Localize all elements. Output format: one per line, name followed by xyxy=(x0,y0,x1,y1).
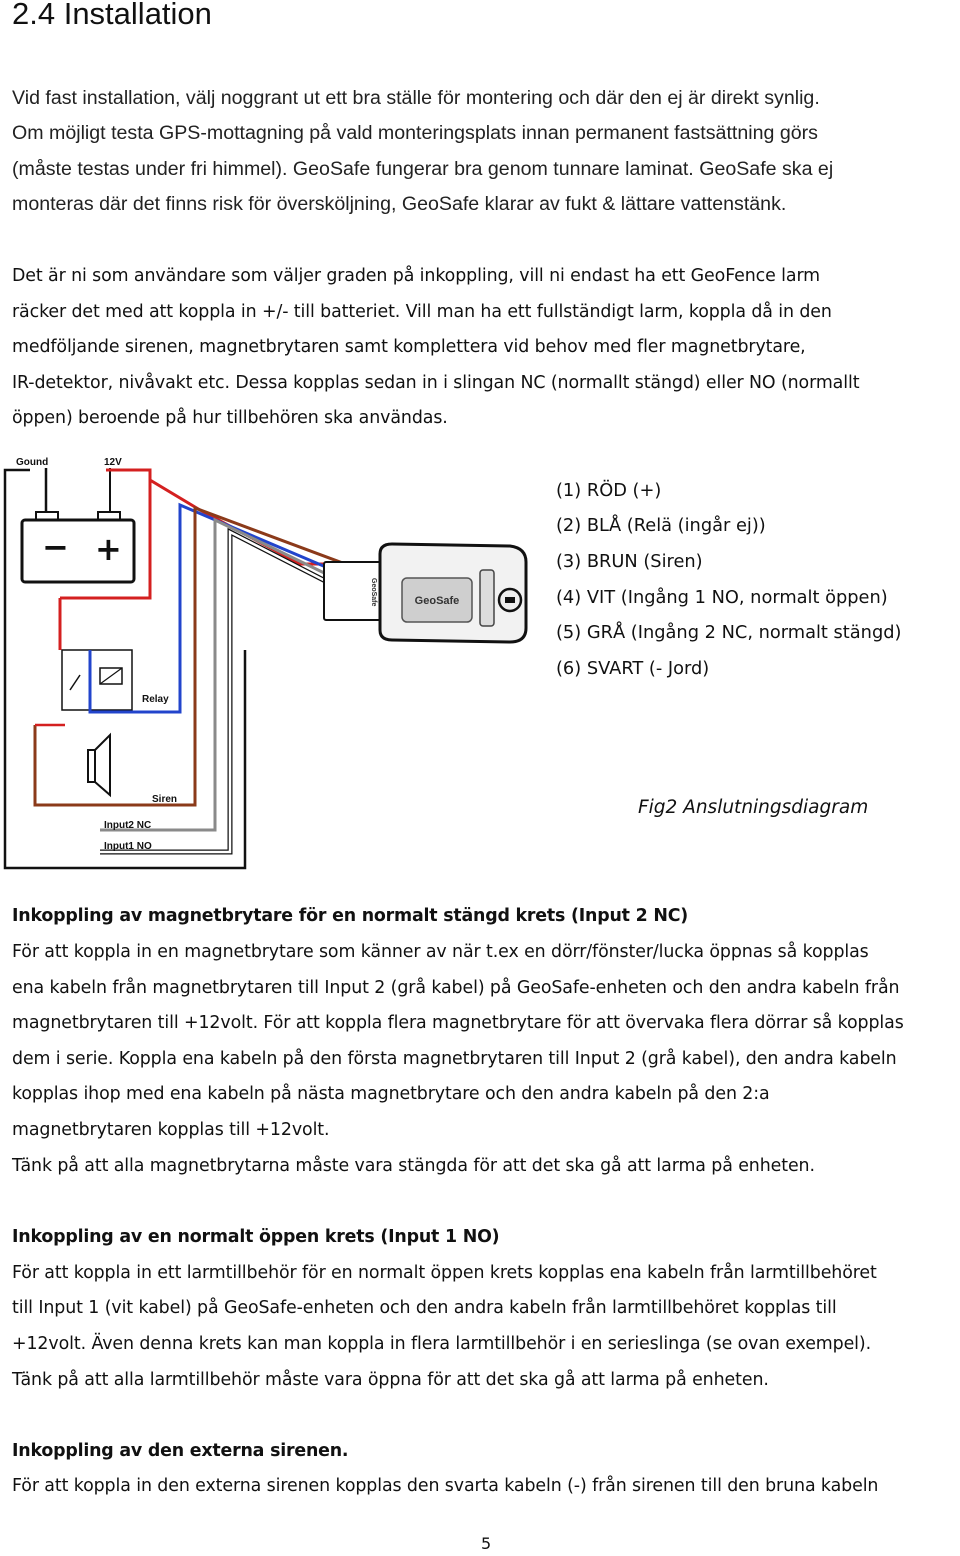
relay-label: Relay xyxy=(142,694,169,705)
intro-line: monteras där det finns risk för översköl… xyxy=(12,193,787,215)
battery-minus-sign: − xyxy=(42,528,69,566)
battery xyxy=(20,511,136,584)
no-heading: Inkoppling av en normalt öppen krets (In… xyxy=(12,1227,500,1247)
usage-line: räcker det med att koppla in +/- till ba… xyxy=(12,302,832,322)
no-line: För att koppla in ett larmtillbehör för … xyxy=(12,1263,877,1283)
page-number: 5 xyxy=(481,1534,492,1553)
nc-line: dem i serie. Koppla ena kabeln på den fö… xyxy=(12,1049,897,1069)
nc-line: Tänk på att alla magnetbrytarna måste va… xyxy=(12,1156,815,1176)
legend-item: (3) BRUN (Siren) xyxy=(556,551,703,572)
legend-item: (4) VIT (Ingång 1 NO, normalt öppen) xyxy=(556,587,888,608)
usage-line: medföljande sirenen, magnetbrytaren samt… xyxy=(12,337,806,357)
grey-wire xyxy=(100,517,381,832)
ground-label: Gound xyxy=(16,457,48,468)
siren-line: För att koppla in den externa sirenen ko… xyxy=(12,1476,879,1496)
section-title: 2.4 Installation xyxy=(12,0,212,31)
usage-line: öppen) beroende på hur tillbehören ska a… xyxy=(12,408,448,428)
siren-label: Siren xyxy=(152,794,177,805)
geosafe-device xyxy=(378,542,528,644)
intro-line: Vid fast installation, välj noggrant ut … xyxy=(12,87,820,109)
nc-line: kopplas ihop med ena kabeln på nästa mag… xyxy=(12,1084,770,1104)
input1-label: Input1 NO xyxy=(104,841,152,852)
nc-line: ena kabeln från magnetbrytaren till Inpu… xyxy=(12,978,900,998)
siren-icon xyxy=(87,732,111,798)
white-wire xyxy=(100,529,383,854)
relay-switch-icon xyxy=(69,674,81,691)
input2-label: Input2 NC xyxy=(104,820,151,831)
no-line: Tänk på att alla larmtillbehör måste var… xyxy=(12,1370,769,1390)
usage-line: Det är ni som användare som väljer grade… xyxy=(12,266,821,286)
legend-item: (2) BLÅ (Relä (ingår ej)) xyxy=(556,515,766,536)
siren-heading: Inkoppling av den externa sirenen. xyxy=(12,1441,349,1461)
no-line: +12volt. Även denna krets kan man koppla… xyxy=(12,1334,872,1354)
nc-line: magnetbrytaren till +12volt. För att kop… xyxy=(12,1013,904,1033)
12v-label: 12V xyxy=(104,457,122,468)
ground-wire xyxy=(3,468,247,870)
nc-line: magnetbrytaren kopplas till +12volt. xyxy=(12,1120,330,1140)
wiring-diagram: Gound 12V − + Relay Siren Input2 NC Inpu… xyxy=(3,457,528,870)
brown-wire xyxy=(33,505,384,807)
legend-item: (1) RÖD (+) xyxy=(556,480,662,501)
device-side-label: GeoSafe xyxy=(370,578,377,607)
nc-line: För att koppla in en magnetbrytare som k… xyxy=(12,942,869,962)
legend-item: (6) SVART (- Jord) xyxy=(556,658,710,679)
intro-line: (måste testas under fri himmel). GeoSafe… xyxy=(12,158,834,180)
legend-item: (5) GRÅ (Ingång 2 NC, normalt stängd) xyxy=(556,622,902,643)
nc-heading: Inkoppling av magnetbrytare för en norma… xyxy=(12,906,689,926)
device-logo: GeoSafe xyxy=(415,595,460,607)
usage-line: IR-detektor, nivåvakt etc. Dessa kopplas… xyxy=(12,373,860,393)
battery-plus-sign: + xyxy=(95,530,122,568)
no-line: till Input 1 (vit kabel) på GeoSafe-enhe… xyxy=(12,1298,837,1318)
relay-box xyxy=(61,649,133,711)
figure-caption: Fig2 Anslutningsdiagram xyxy=(638,797,869,818)
intro-line: Om möjligt testa GPS-mottagning på vald … xyxy=(12,122,818,144)
